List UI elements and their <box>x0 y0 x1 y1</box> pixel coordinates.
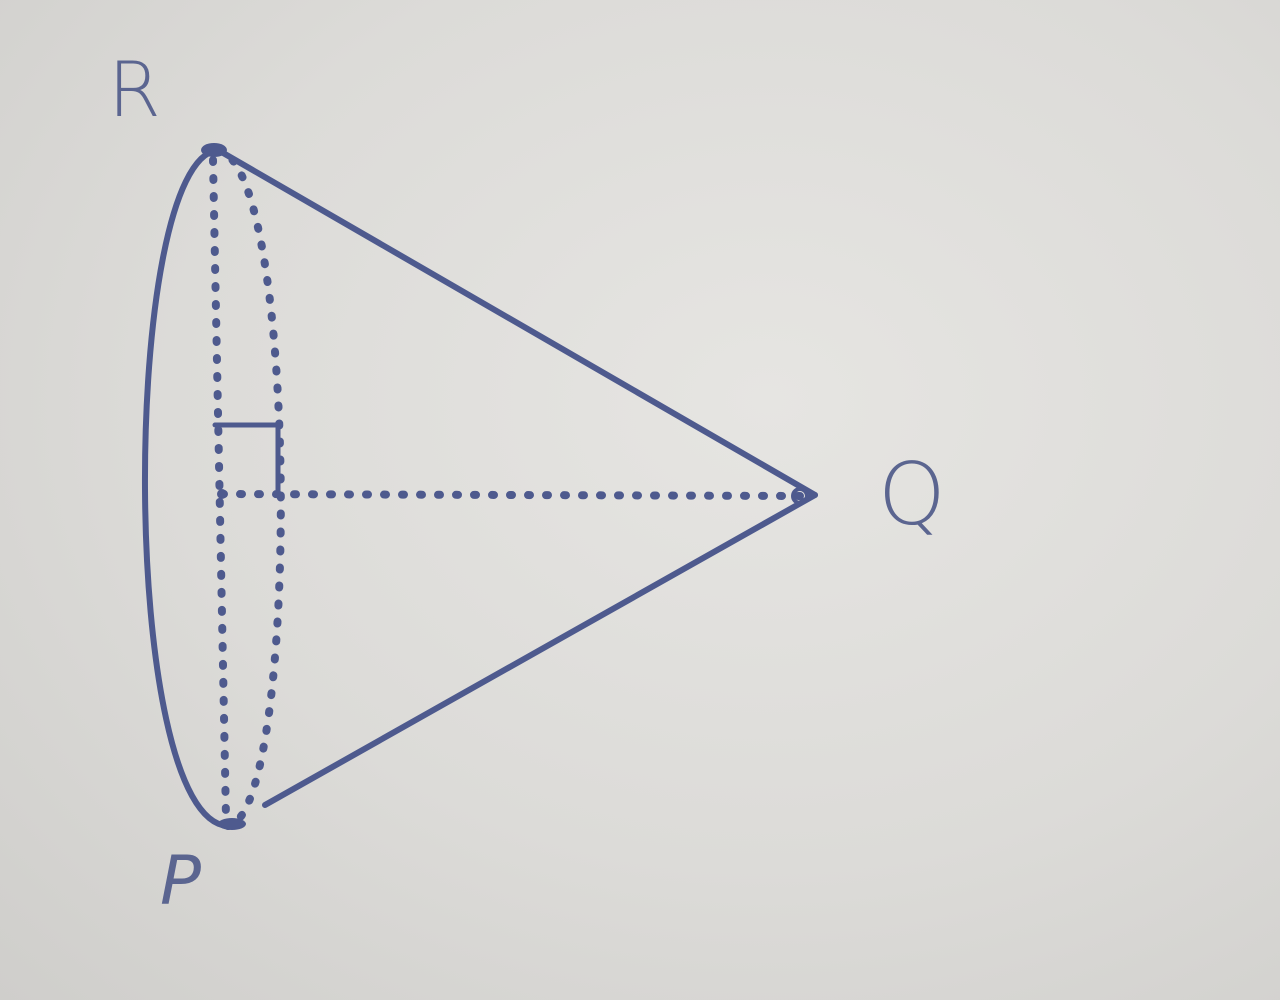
slant-edge-rq <box>215 147 818 498</box>
slant-edge-pq <box>262 492 818 808</box>
height-line <box>218 490 804 500</box>
base-center-point <box>217 489 227 499</box>
diameter-rp <box>209 156 230 822</box>
label-p: P <box>160 842 202 921</box>
label-r: R <box>108 45 161 134</box>
point-r <box>201 143 227 157</box>
point-p <box>218 818 246 830</box>
point-q <box>791 487 809 505</box>
right-angle-marker <box>212 422 281 495</box>
label-q: Q <box>878 445 946 545</box>
base-front-arc <box>142 147 231 829</box>
base-back-arc <box>214 146 285 830</box>
